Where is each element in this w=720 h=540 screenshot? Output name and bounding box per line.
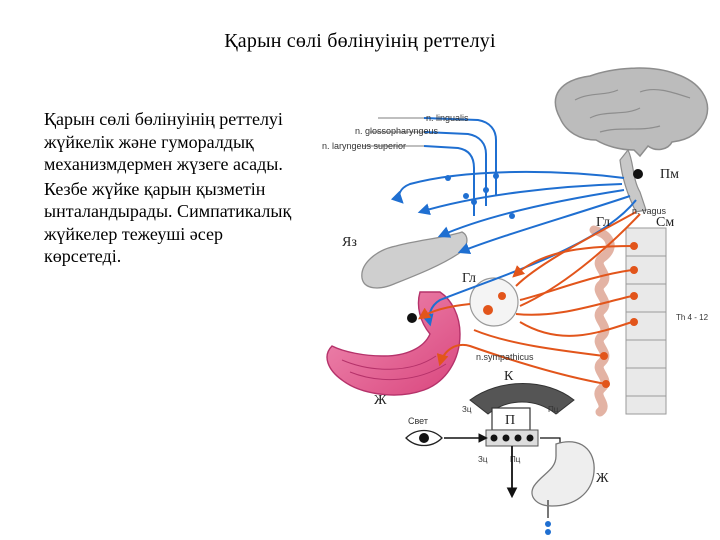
pm-label: Пм [660, 167, 679, 182]
yaz-label: Яз [342, 235, 357, 250]
sm-label: См [656, 215, 674, 230]
pu-top-label: Пц [548, 405, 559, 414]
n-laryngeus-label: n. laryngeus superior [322, 141, 406, 151]
gl-lower-label: Гл [462, 271, 476, 286]
paragraph-vagus-sympathetic: Кезбе жүйке қарын қызметін ынталандырады… [44, 178, 292, 267]
k-label: К [504, 369, 514, 384]
n-glossopharyngeus-label: n. glossopharyngeus [355, 126, 439, 136]
pavlov-pouch-illustration [531, 441, 595, 507]
n-sympathicus-label: n.sympathicus [476, 352, 534, 362]
th-segment-label: Th 4 - 12 [676, 313, 709, 322]
eye-icon [405, 429, 443, 447]
n-vagus-label: n. vagus [632, 206, 667, 216]
orange-nerve-paths [418, 211, 641, 385]
gl-upper-label: Гл [596, 215, 610, 230]
pu-bottom-label: Пц [510, 455, 521, 464]
zu-bottom-label: Зц [478, 455, 488, 464]
brain-illustration [554, 67, 709, 213]
paragraph-neural-humoral: Қарын сөлі бөлінуінің реттелуі жүйкелік … [44, 109, 283, 174]
body-text: Қарын сөлі бөлінуінің реттелуі жүйкелік … [44, 108, 294, 270]
tongue-illustration [361, 231, 468, 289]
n-lingualis-label: n. lingualis [426, 113, 469, 123]
ganglion-circle [469, 277, 519, 327]
stomach-nerve-ending [407, 313, 417, 323]
p-label: П [505, 413, 515, 428]
cortex-scheme [469, 383, 575, 447]
svet-label: Свет [408, 416, 428, 426]
zh-pavlov-label: Ж [596, 471, 609, 486]
slide-title: Қарын сөлі бөлінуінің реттелуі [224, 30, 496, 52]
medulla-center-dot [633, 169, 643, 179]
zh-stomach-label: Ж [374, 393, 387, 408]
zu-top-label: Зц [462, 405, 472, 414]
